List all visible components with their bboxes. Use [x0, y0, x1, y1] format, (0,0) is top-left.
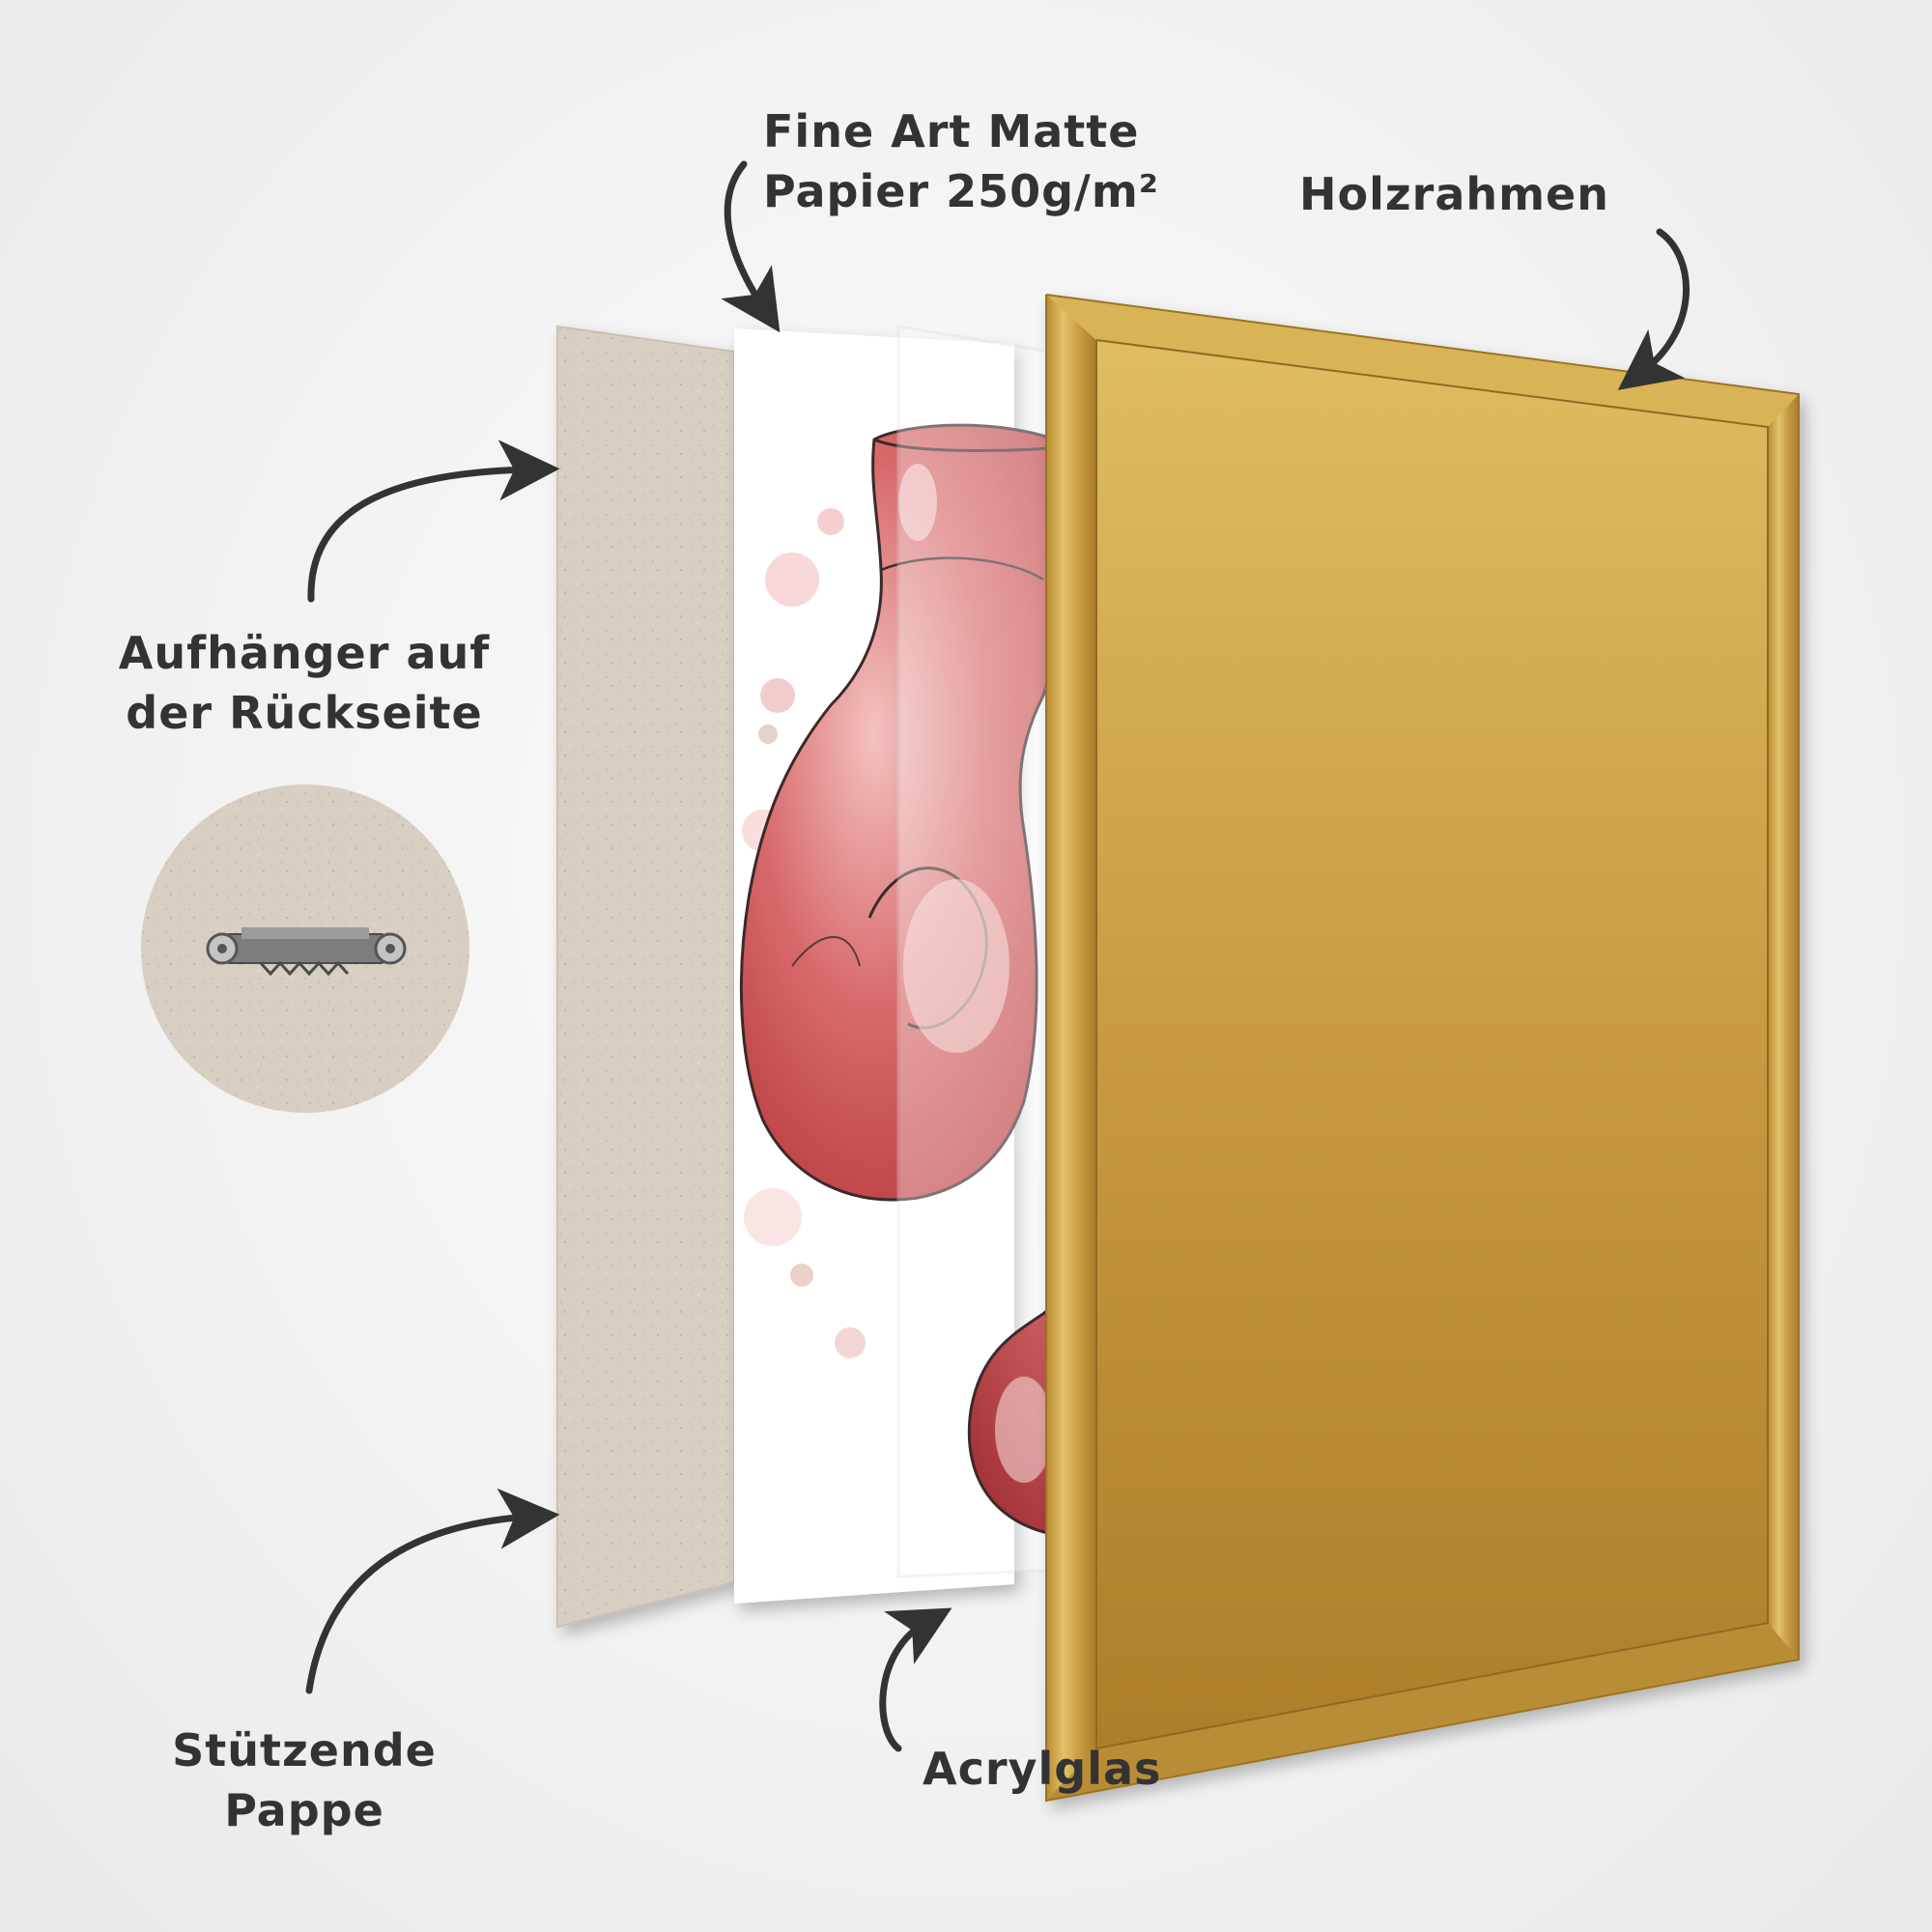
label-paper-line1: Fine Art Matte: [763, 105, 1140, 157]
label-hanger-line1: Aufhänger auf: [118, 627, 491, 679]
label-paper-line2: Papier 250g/m²: [763, 165, 1159, 217]
arrow-paper: [721, 160, 781, 333]
label-hanger: Aufhänger auf der Rückseite: [101, 623, 507, 743]
curved-arrow-icon: [305, 160, 1690, 1752]
arrow-cardboard: [305, 1488, 560, 1694]
arrow-frame: [1617, 228, 1690, 390]
label-acrylic-text: Acrylglas: [923, 1743, 1162, 1795]
arrow-acrylic: [879, 1607, 952, 1752]
cardboard-panel: [556, 325, 735, 1629]
label-cardboard: Stützende Pappe: [116, 1720, 493, 1840]
label-hanger-line2: der Rückseite: [126, 687, 483, 739]
hanger-detail-circle: [141, 784, 469, 1113]
sawtooth-hanger-icon: [206, 927, 407, 977]
label-cardboard-line1: Stützende: [172, 1724, 437, 1776]
watercolor-splash: [742, 508, 866, 1358]
label-acrylic: Acrylglas: [923, 1739, 1161, 1799]
wooden-frame: [1045, 294, 1800, 1803]
label-paper: Fine Art Matte Papier 250g/m²: [763, 101, 1159, 221]
label-frame: Holzrahmen: [1299, 164, 1609, 224]
label-cardboard-line2: Pappe: [224, 1784, 384, 1836]
art-paper-print: [734, 328, 1074, 1604]
arrow-hanger: [307, 440, 560, 603]
label-frame-text: Holzrahmen: [1299, 168, 1609, 220]
